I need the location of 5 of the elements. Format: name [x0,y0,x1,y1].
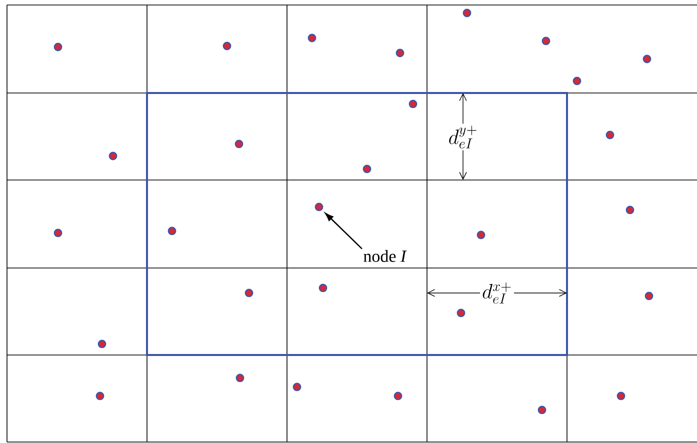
arrow [325,212,362,250]
node-dot [314,202,324,212]
dimension-label: $d_{eI}^{x+}$ [480,280,514,306]
dimension-label: $d_{eI}^{y+}$ [446,124,480,150]
node-label: node I [364,250,407,262]
